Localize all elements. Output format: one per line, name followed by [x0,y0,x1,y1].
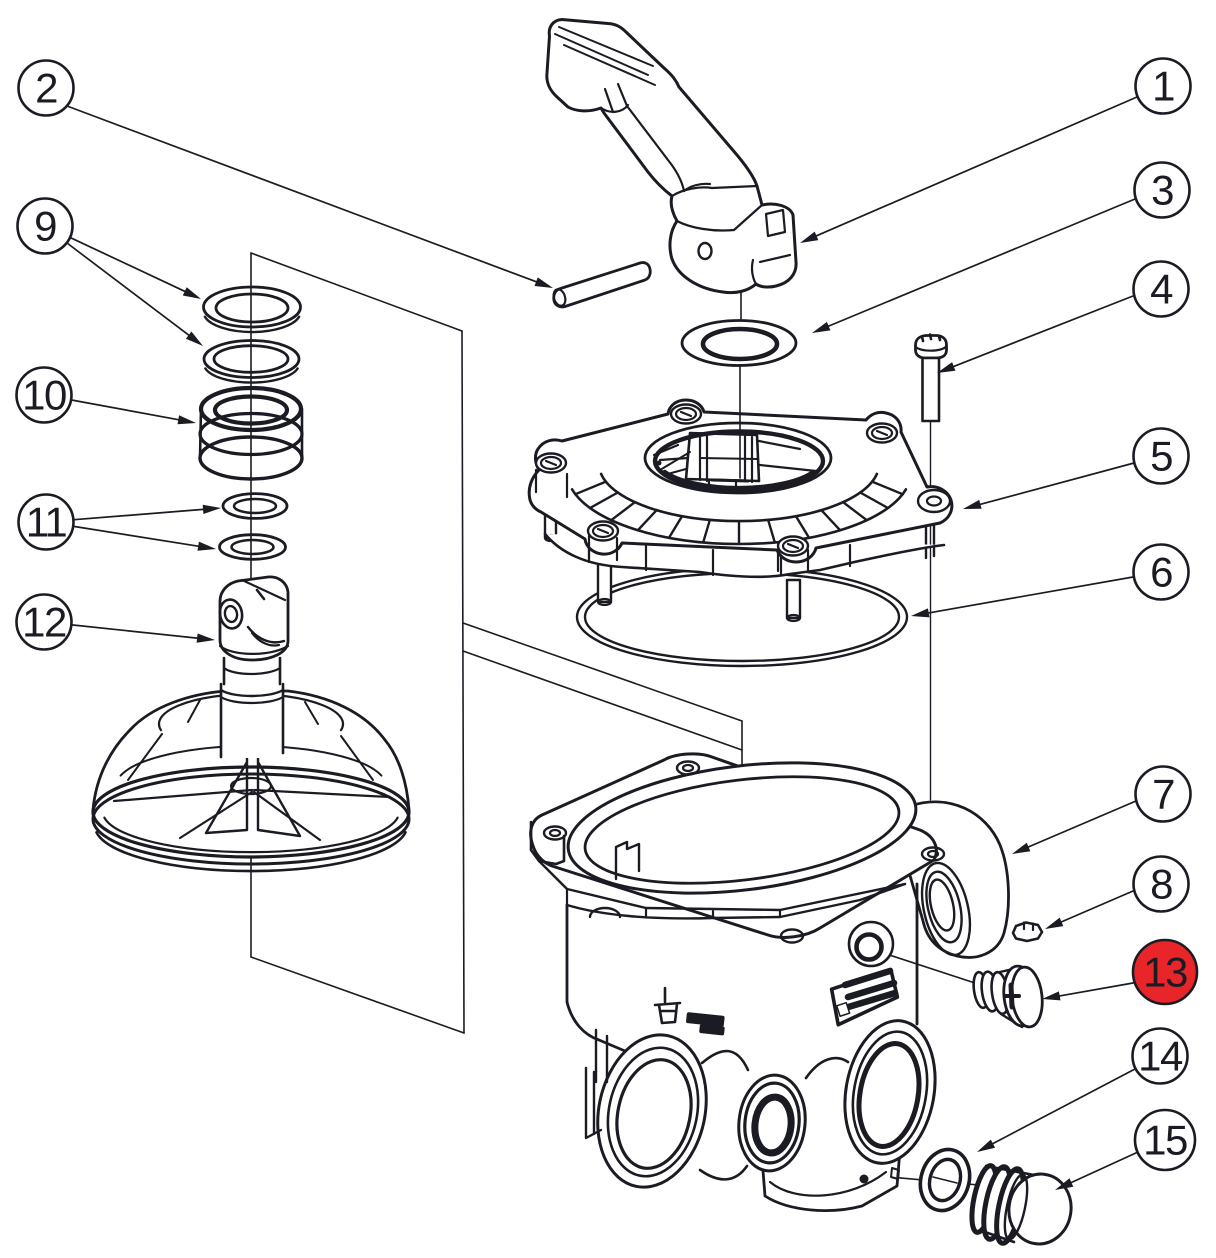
svg-text:7: 7 [1152,771,1174,818]
svg-text:2: 2 [35,65,57,112]
svg-text:15: 15 [1143,1117,1187,1164]
svg-text:8: 8 [1150,861,1172,908]
svg-text:13: 13 [1143,949,1187,996]
svg-text:5: 5 [1150,433,1172,480]
svg-text:11: 11 [26,499,67,546]
svg-text:14: 14 [1138,1033,1183,1080]
svg-text:6: 6 [1150,549,1172,596]
svg-text:12: 12 [22,599,66,646]
svg-text:1: 1 [1152,63,1174,110]
svg-text:10: 10 [22,372,66,419]
svg-text:9: 9 [34,203,56,250]
svg-text:3: 3 [1151,167,1173,214]
svg-text:4: 4 [1150,266,1173,313]
